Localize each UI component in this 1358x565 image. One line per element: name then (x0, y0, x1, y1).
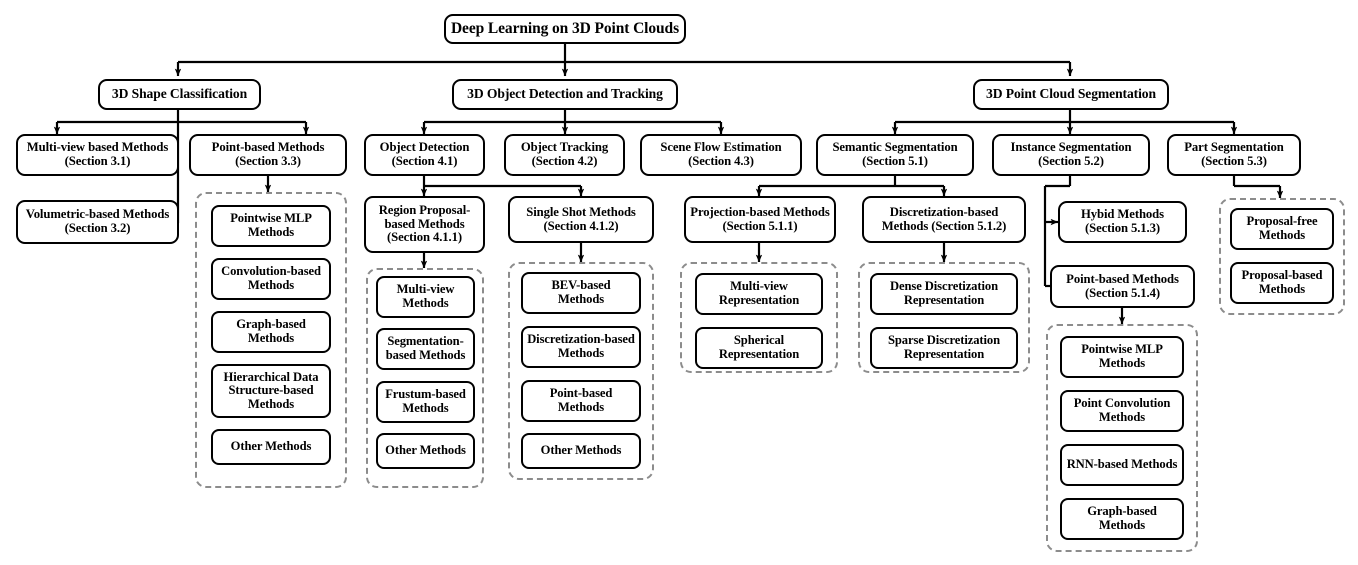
node-single-shot-methods[interactable]: Single Shot Methods (Section 4.1.2) (508, 196, 654, 243)
leaf-hierarchical-data-structure-based-methods[interactable]: Hierarchical Data Structure-based Method… (211, 364, 331, 418)
node-label: Other Methods (230, 439, 312, 454)
node-label: Convolution-based Methods (221, 264, 321, 292)
node-label: Spherical Representation (718, 333, 800, 361)
leaf-other-methods-classification[interactable]: Other Methods (211, 429, 331, 465)
node-volumetric-based-methods[interactable]: Volumetric-based Methods (Section 3.2) (16, 200, 179, 244)
leaf-pointwise-mlp-methods[interactable]: Pointwise MLP Methods (211, 205, 331, 247)
node-object-tracking[interactable]: Object Tracking (Section 4.2) (504, 134, 625, 176)
leaf-proposal-based-methods[interactable]: Proposal-based Methods (1230, 262, 1334, 304)
node-label: Sparse Discretization Representation (887, 333, 1001, 361)
node-label: Frustum-based Methods (385, 387, 466, 415)
node-root[interactable]: Deep Learning on 3D Point Clouds (444, 14, 686, 44)
node-label: Point Convolution Methods (1073, 396, 1171, 424)
node-label: Point-based Methods (Section 5.1.4) (1066, 271, 1179, 300)
leaf-multi-view-representation[interactable]: Multi-view Representation (695, 273, 823, 315)
leaf-frustum-based-methods[interactable]: Frustum-based Methods (376, 381, 475, 423)
group-segmentation-point-based-methods (1046, 324, 1198, 552)
node-3d-object-detection-and-tracking[interactable]: 3D Object Detection and Tracking (452, 79, 678, 110)
node-instance-segmentation[interactable]: Instance Segmentation (Section 5.2) (992, 134, 1150, 176)
node-point-based-methods-segmentation[interactable]: Point-based Methods (Section 5.1.4) (1050, 265, 1195, 308)
leaf-proposal-free-methods[interactable]: Proposal-free Methods (1230, 208, 1334, 250)
group-discretization-based-methods (858, 262, 1030, 373)
leaf-graph-based-methods-segmentation[interactable]: Graph-based Methods (1060, 498, 1184, 540)
leaf-convolution-based-methods[interactable]: Convolution-based Methods (211, 258, 331, 300)
node-label: RNN-based Methods (1066, 457, 1178, 472)
node-label: 3D Point Cloud Segmentation (986, 86, 1156, 102)
node-object-detection[interactable]: Object Detection (Section 4.1) (364, 134, 485, 176)
group-single-shot-methods (508, 262, 654, 480)
node-label: Scene Flow Estimation (Section 4.3) (660, 140, 782, 168)
node-label: BEV-based Methods (551, 278, 611, 306)
leaf-multi-view-methods[interactable]: Multi-view Methods (376, 276, 475, 318)
node-point-based-methods-classification[interactable]: Point-based Methods (Section 3.3) (189, 134, 347, 176)
node-label: Instance Segmentation (Section 5.2) (1010, 140, 1132, 168)
leaf-other-methods-region-proposal[interactable]: Other Methods (376, 433, 475, 469)
node-label: Region Proposal-based Methods (Section 4… (378, 202, 471, 245)
node-label: 3D Object Detection and Tracking (467, 86, 663, 102)
node-label: Pointwise MLP Methods (1081, 342, 1163, 370)
node-label: Volumetric-based Methods (Section 3.2) (25, 207, 170, 235)
node-label: Part Segmentation (Section 5.3) (1184, 140, 1284, 168)
leaf-segmentation-based-methods[interactable]: Segmentation-based Methods (376, 328, 475, 370)
node-label: Point-based Methods (549, 386, 613, 414)
node-label: Deep Learning on 3D Point Clouds (450, 19, 680, 37)
node-label: Proposal-free Methods (1246, 214, 1318, 242)
leaf-dense-discretization-representation[interactable]: Dense Discretization Representation (870, 273, 1018, 315)
node-label: Multi-view Methods (396, 282, 455, 310)
node-label: Other Methods (540, 443, 622, 458)
leaf-spherical-representation[interactable]: Spherical Representation (695, 327, 823, 369)
leaf-rnn-based-methods[interactable]: RNN-based Methods (1060, 444, 1184, 486)
leaf-sparse-discretization-representation[interactable]: Sparse Discretization Representation (870, 327, 1018, 369)
node-label: Hierarchical Data Structure-based Method… (223, 369, 319, 411)
node-projection-based-methods[interactable]: Projection-based Methods (Section 5.1.1) (684, 196, 836, 243)
node-3d-shape-classification[interactable]: 3D Shape Classification (98, 79, 261, 110)
node-label: Graph-based Methods (236, 317, 306, 345)
node-label: Segmentation-based Methods (385, 334, 466, 362)
node-multi-view-based-methods[interactable]: Multi-view based Methods (Section 3.1) (16, 134, 179, 176)
node-label: Object Tracking (Section 4.2) (520, 140, 609, 168)
node-label: Other Methods (385, 443, 466, 458)
leaf-point-based-methods-detection[interactable]: Point-based Methods (521, 380, 641, 422)
node-label: Single Shot Methods (Section 4.1.2) (526, 204, 636, 233)
node-semantic-segmentation[interactable]: Semantic Segmentation (Section 5.1) (816, 134, 974, 176)
node-label: Dense Discretization Representation (890, 279, 998, 307)
node-hybid-methods[interactable]: Hybid Methods (Section 5.1.3) (1058, 201, 1187, 243)
node-label: Pointwise MLP Methods (230, 211, 312, 239)
leaf-graph-based-methods[interactable]: Graph-based Methods (211, 311, 331, 353)
group-projection-based-methods (680, 262, 838, 373)
node-label: Multi-view based Methods (Section 3.1) (26, 140, 169, 168)
leaf-discretization-based-methods-detection[interactable]: Discretization-based Methods (521, 326, 641, 368)
leaf-point-convolution-methods[interactable]: Point Convolution Methods (1060, 390, 1184, 432)
node-region-proposal-based-methods[interactable]: Region Proposal-based Methods (Section 4… (364, 196, 485, 253)
node-label: Discretization-based Methods (527, 332, 635, 360)
node-label: Projection-based Methods (Section 5.1.1) (690, 204, 830, 233)
node-label: Graph-based Methods (1087, 504, 1157, 532)
node-label: Object Detection (Section 4.1) (379, 140, 470, 168)
group-part-segmentation-methods (1219, 198, 1345, 315)
node-label: Point-based Methods (Section 3.3) (211, 140, 325, 168)
group-region-proposal-based-methods (366, 268, 484, 488)
leaf-bev-based-methods[interactable]: BEV-based Methods (521, 272, 641, 314)
node-3d-point-cloud-segmentation[interactable]: 3D Point Cloud Segmentation (973, 79, 1169, 110)
node-part-segmentation[interactable]: Part Segmentation (Section 5.3) (1167, 134, 1301, 176)
node-label: Semantic Segmentation (Section 5.1) (832, 140, 958, 168)
group-classification-point-based-methods (195, 192, 347, 488)
node-label: Discretization-based Methods (Section 5.… (881, 204, 1007, 233)
leaf-pointwise-mlp-methods-segmentation[interactable]: Pointwise MLP Methods (1060, 336, 1184, 378)
node-discretization-based-methods-semantic[interactable]: Discretization-based Methods (Section 5.… (862, 196, 1026, 243)
node-label: Hybid Methods (Section 5.1.3) (1081, 207, 1164, 235)
node-label: 3D Shape Classification (111, 86, 248, 102)
node-scene-flow-estimation[interactable]: Scene Flow Estimation (Section 4.3) (640, 134, 802, 176)
node-label: Proposal-based Methods (1241, 268, 1323, 296)
node-label: Multi-view Representation (718, 279, 800, 307)
leaf-other-methods-single-shot[interactable]: Other Methods (521, 433, 641, 469)
